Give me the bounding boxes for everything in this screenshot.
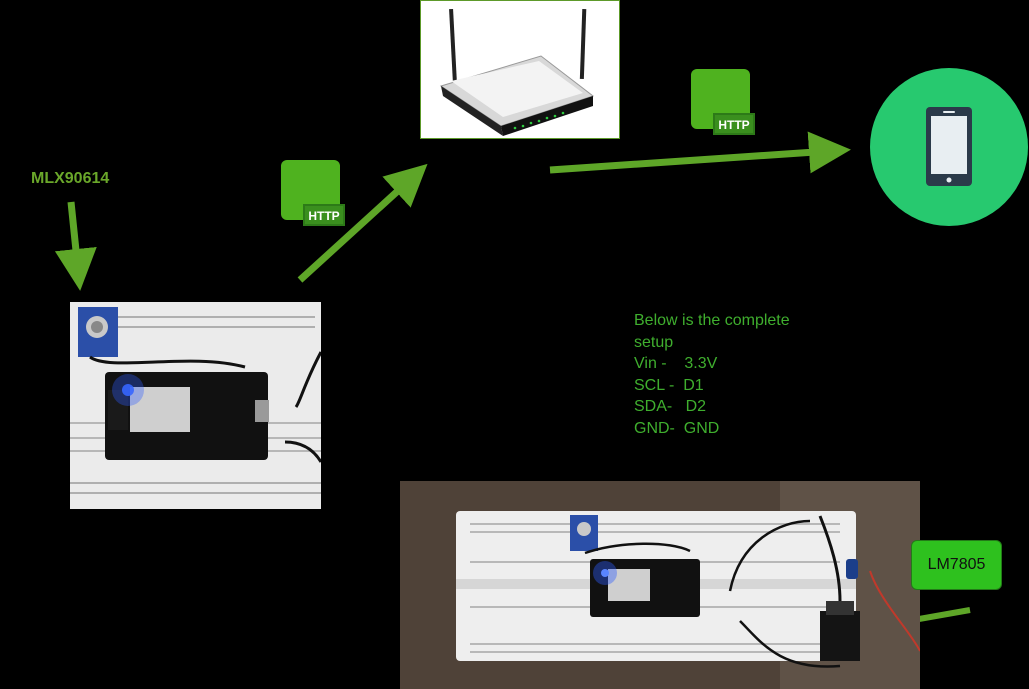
arrow-icon — [54, 201, 97, 291]
breadboard-photo-closeup — [70, 302, 321, 509]
info-line: Below is the complete — [634, 312, 790, 329]
info-line: Vin - 3.3V — [634, 355, 718, 373]
svg-text:HTTP: HTTP — [718, 118, 749, 132]
regulator-label: LM7805 — [911, 540, 1002, 590]
router-image — [420, 0, 620, 139]
http-icon: HTTP — [691, 69, 755, 135]
complete-setup-photo — [400, 481, 920, 689]
router-icon — [439, 8, 595, 136]
smartphone-icon — [926, 107, 972, 186]
info-line: SDA- D2 — [634, 398, 707, 416]
info-line: SCL - D1 — [634, 376, 704, 394]
info-line: GND- GND — [634, 419, 720, 437]
smartphone-badge — [870, 68, 1028, 226]
svg-text:HTTP: HTTP — [308, 209, 339, 223]
http-icon: HTTP — [281, 160, 345, 226]
arrow-icon — [297, 163, 428, 283]
info-line: setup — [634, 333, 674, 351]
pin-mapping-text: Below is the complete setup Vin - 3.3V S… — [634, 310, 834, 440]
arrow-icon — [549, 131, 851, 174]
sensor-label: MLX90614 — [31, 170, 110, 187]
